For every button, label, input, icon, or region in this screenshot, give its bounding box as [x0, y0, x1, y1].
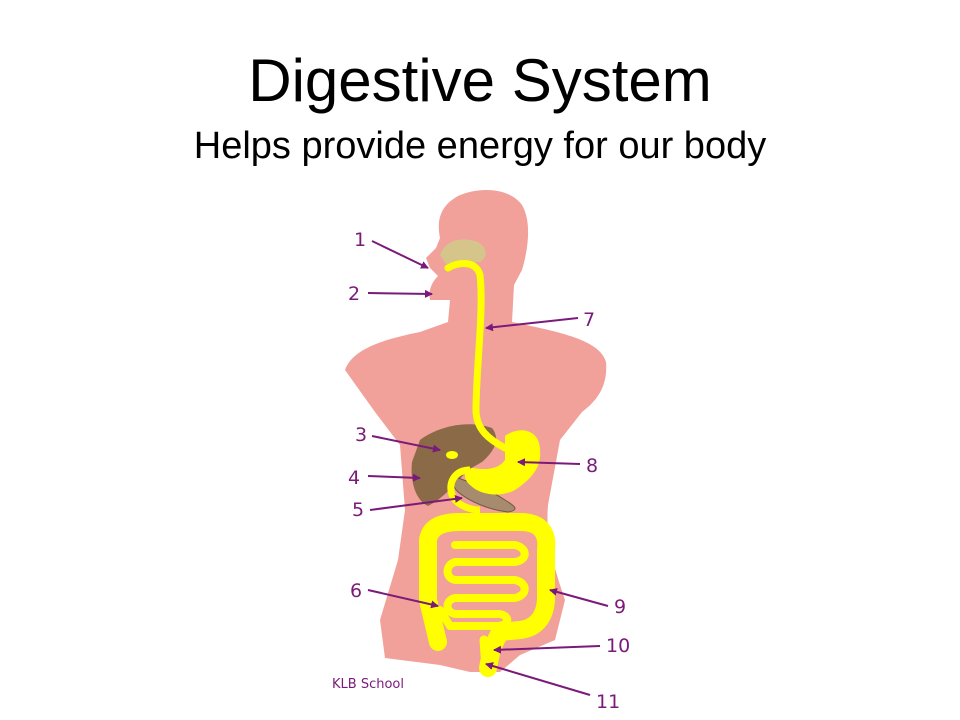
label-9: 9 — [614, 596, 626, 618]
label-11: 11 — [596, 691, 620, 713]
label-7: 7 — [583, 309, 595, 331]
esophagus — [444, 260, 509, 452]
gall-bladder — [446, 451, 458, 459]
rectum — [479, 635, 491, 673]
label-1: 1 — [354, 229, 366, 251]
liver — [411, 424, 497, 506]
label-arrows — [367, 240, 609, 696]
duodenum — [447, 466, 481, 514]
slide-title: Digestive System — [248, 47, 712, 114]
small-intestine — [436, 541, 529, 630]
label-5: 5 — [352, 499, 364, 521]
nasal-palate — [440, 239, 486, 264]
label-4: 4 — [348, 467, 360, 489]
credit-text: KLB School — [332, 677, 404, 692]
label-6: 6 — [350, 580, 362, 602]
label-3: 3 — [355, 424, 367, 446]
slide-subtitle: Helps provide energy for our body — [193, 125, 767, 167]
large-intestine — [419, 513, 556, 677]
label-8: 8 — [586, 455, 598, 477]
label-2: 2 — [348, 283, 360, 305]
stomach — [464, 430, 541, 495]
label-10: 10 — [606, 635, 630, 657]
